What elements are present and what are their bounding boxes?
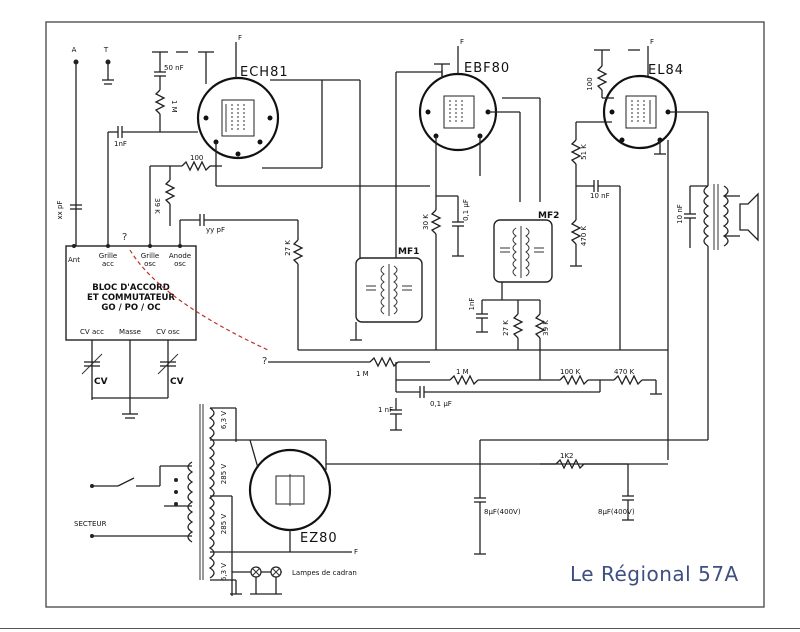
- svg-text:MF1: MF1: [398, 247, 419, 257]
- terminal-grille-acc-a: Grille: [99, 252, 117, 260]
- svg-text:F: F: [354, 548, 358, 556]
- svg-text:39 K: 39 K: [153, 198, 161, 214]
- svg-text:1 M: 1 M: [170, 100, 178, 113]
- svg-text:10 nF: 10 nF: [676, 204, 684, 224]
- el84-wiring: 51 K 10 nF 470 K: [570, 111, 709, 350]
- svg-text:51 K: 51 K: [580, 144, 588, 160]
- terminal-grille-osc-a: Grille: [141, 252, 159, 260]
- terminal-masse: Masse: [119, 328, 141, 336]
- svg-text:27 K: 27 K: [502, 320, 510, 336]
- dial-lamps: Lampes de cadran: [232, 566, 357, 595]
- svg-text:1nF: 1nF: [468, 298, 476, 311]
- svg-text:470 K: 470 K: [614, 368, 635, 376]
- detector-wiring: 1nF 27 K 39 K: [468, 282, 550, 350]
- svg-text:470 K: 470 K: [580, 226, 588, 247]
- power-transformer: 6,3 V 285 V 285 V 6,3 V: [187, 404, 350, 596]
- tube-label-el84: EL84: [648, 63, 684, 78]
- svg-text:8µF(400V): 8µF(400V): [484, 508, 521, 516]
- antenna-input: A T xx pF: [56, 46, 114, 246]
- svg-text:100: 100: [586, 77, 594, 90]
- svg-text:27 K: 27 K: [284, 240, 292, 256]
- filter-section: 8µF(400V) 1K2 8µF(400V): [474, 439, 708, 555]
- terminal-anode-osc-a: Anode: [169, 252, 191, 260]
- svg-text:A: A: [72, 46, 77, 54]
- svg-text:50 nF: 50 nF: [164, 64, 184, 72]
- block-wiring: 1nF 100 39 K yy pF 50 nF 1 M: [107, 51, 298, 246]
- diagram-frame: [45, 21, 765, 608]
- block-line2: ET COMMUTATEUR: [87, 293, 175, 303]
- svg-text:F: F: [650, 38, 654, 46]
- speaker-icon: [739, 192, 759, 242]
- terminal-ant: Ant: [68, 256, 80, 264]
- tuning-capacitors: CV CV: [81, 340, 184, 419]
- svg-text:1K2: 1K2: [560, 452, 574, 460]
- mf2-transformer: MF2: [493, 211, 559, 283]
- ebf80-wiring: 30 K 0,1 µF: [422, 97, 541, 350]
- terminal-grille-acc-b: acc: [102, 260, 114, 268]
- tuning-block: BLOC D'ACCORD ET COMMUTATEUR GO / PO / O…: [65, 244, 197, 341]
- lamps-label: Lampes de cadran: [292, 569, 357, 577]
- terminal-grille-osc-b: osc: [144, 260, 156, 268]
- tube-ez80: EZ80 F: [235, 439, 668, 556]
- svg-text:SECTEUR: SECTEUR: [74, 520, 107, 528]
- svg-text:MF2: MF2: [538, 211, 559, 221]
- svg-text:xx pF: xx pF: [56, 201, 64, 220]
- terminal-cv-osc: CV osc: [156, 328, 180, 336]
- svg-text:yy pF: yy pF: [206, 226, 225, 234]
- tube-label-ech81: ECH81: [240, 65, 289, 80]
- svg-text:0,1 µF: 0,1 µF: [462, 199, 470, 221]
- svg-text:39 K: 39 K: [542, 320, 550, 336]
- svg-text:100 K: 100 K: [560, 368, 581, 376]
- block-line3: GO / PO / OC: [101, 303, 160, 313]
- question-mark-2: ?: [262, 356, 267, 367]
- svg-text:100: 100: [190, 154, 203, 162]
- output-transformer: 10 nF: [676, 184, 759, 440]
- terminal-anode-osc-b: osc: [174, 260, 186, 268]
- svg-text:285 V: 285 V: [220, 514, 228, 535]
- svg-text:CV: CV: [94, 377, 108, 387]
- tube-el84: EL84 F 100: [586, 38, 684, 150]
- svg-text:285 V: 285 V: [220, 464, 228, 485]
- ground-symbols: [91, 51, 443, 400]
- svg-text:1 nF: 1 nF: [378, 406, 393, 414]
- tube-ech81: ECH81 F: [196, 34, 289, 160]
- mains-switch: SECTEUR: [74, 465, 192, 538]
- svg-text:30 K: 30 K: [422, 214, 430, 230]
- svg-text:10 nF: 10 nF: [590, 192, 610, 200]
- question-mark-1: ?: [122, 232, 127, 243]
- svg-text:T: T: [103, 46, 109, 54]
- title-caption: Le Régional 57A: [570, 562, 739, 586]
- mf1-transformer: MF1: [355, 247, 423, 323]
- svg-text:6,3 V: 6,3 V: [220, 411, 228, 429]
- block-line1: BLOC D'ACCORD: [92, 283, 170, 293]
- svg-text:0,1 µF: 0,1 µF: [430, 400, 452, 408]
- svg-text:1 M: 1 M: [356, 370, 369, 378]
- svg-text:F: F: [238, 34, 242, 42]
- tube-label-ez80: EZ80: [300, 531, 338, 546]
- tube-ebf80: EBF80 F: [395, 38, 510, 258]
- svg-text:6,3 V: 6,3 V: [220, 563, 228, 581]
- svg-text:8µF(400V): 8µF(400V): [598, 508, 635, 516]
- svg-text:1 M: 1 M: [456, 368, 469, 376]
- bottom-divider: [0, 628, 800, 629]
- tube-label-ebf80: EBF80: [464, 61, 510, 76]
- ech81-wiring: 27 K: [215, 79, 430, 350]
- signal-rails: 1 M 1 M 100 K 470 K 0,1 µF 1 nF: [268, 140, 669, 460]
- svg-text:F: F: [460, 38, 464, 46]
- terminal-cv-acc: CV acc: [80, 328, 104, 336]
- hint-dashed-line: [129, 249, 269, 351]
- svg-text:CV: CV: [170, 377, 184, 387]
- svg-text:1nF: 1nF: [114, 140, 127, 148]
